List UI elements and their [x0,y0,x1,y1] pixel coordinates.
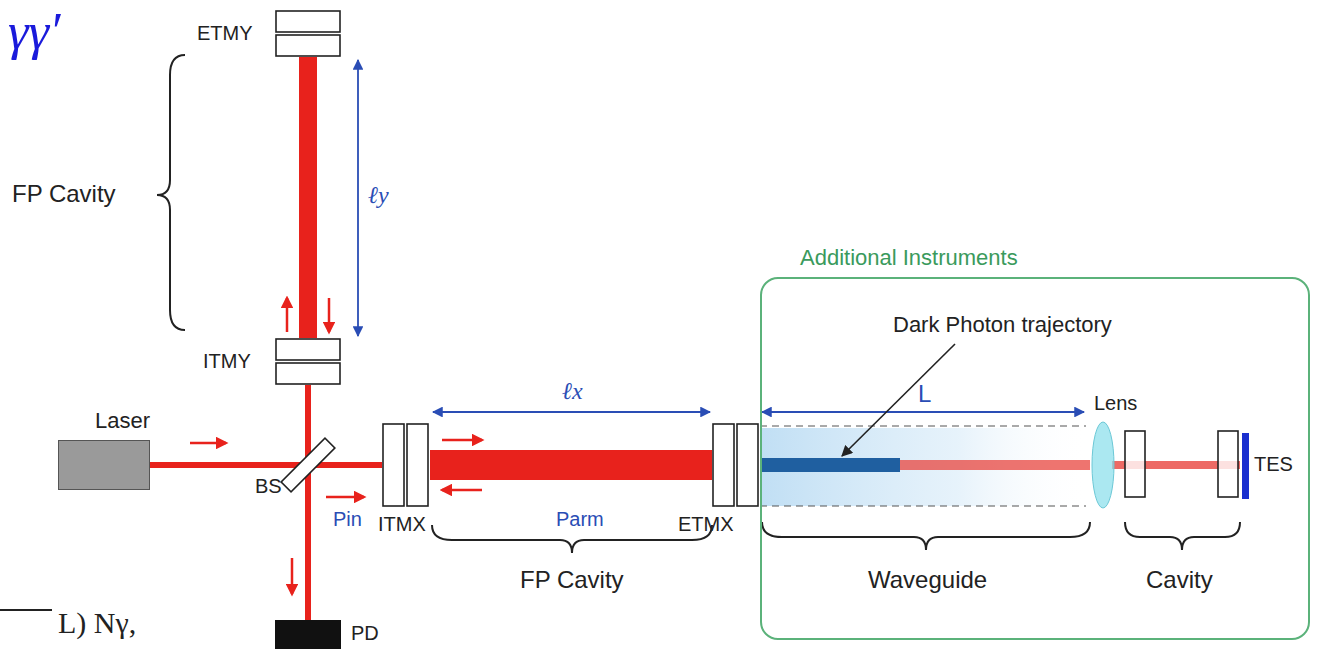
beam-glow [300,385,316,440]
tes-detector: TES [1242,433,1249,499]
cavity-label: FP Cavity [12,180,116,208]
laser-beam [305,490,311,620]
mirror-plate [276,339,340,360]
direction-arrow [190,442,226,445]
dimension-label: ℓy [368,182,389,210]
leader-line [842,344,955,456]
dimension-label: L [918,380,931,408]
instrument-group: Additional InstrumentsLensTES [760,277,1310,640]
callout-label: Dark Photon trajectory [893,312,1112,337]
beam-splitter: BS [283,440,333,490]
brace [157,55,185,330]
cavity-label: FP Cavity [520,566,624,594]
dimension-label: ℓx [562,378,583,406]
section-label: Cavity [1146,566,1213,594]
beam-group [308,57,309,338]
beam-group [308,385,309,440]
power-label: Parm [556,508,604,531]
input-mirror: ITMY [275,338,341,385]
node-label: ITMY [203,350,251,373]
brace [1125,522,1240,550]
mirror-plate [713,424,734,506]
waveguide-wall [760,505,1086,506]
beam-glow [430,445,712,485]
laser-beam [333,462,382,468]
mirror-plate [276,11,340,32]
beam-glow [900,458,1090,472]
beam-glow [300,490,316,620]
input-mirror-shape [382,423,430,507]
direction-arrow [442,439,482,442]
laser-beam [900,460,1090,470]
formula-fragment: γγ′ [8,2,60,62]
waveguide-wall [760,425,1086,426]
direction-arrow [326,496,364,499]
beam-group [308,490,309,620]
beam-glow [333,457,382,473]
node-label: TES [1254,453,1293,476]
power-label: Pin [333,508,362,531]
beam-glow [294,57,322,338]
brace [762,522,1090,550]
mirror-plate [383,424,404,506]
node-label: PD [351,622,379,645]
laser-beam [430,450,712,480]
waveguide-glow [760,428,1090,506]
section-label: Waveguide [868,566,987,594]
cavity-mirror [1218,431,1238,497]
mirror-plate [276,363,340,384]
dimension-arrow [762,411,1084,413]
node-label: Laser [95,408,150,433]
beam-group [430,465,712,466]
node-label: BS [255,475,282,498]
beam-group [333,465,382,466]
dimension-arrow [433,411,710,413]
lens-shape [1092,422,1114,508]
splitter-plate [281,438,335,492]
mirror-plate [737,424,758,506]
fraction-bar [0,609,52,611]
cavity-mirror [1125,431,1145,497]
input-mirror-shape [275,338,341,385]
end-mirror-shape [275,10,341,57]
direction-arrow [328,298,331,332]
end-mirror-shape [712,423,760,507]
laser-beam [299,57,317,338]
beam-splitter-shape [283,440,333,490]
node-label: Lens [1094,392,1137,415]
node-label: Additional Instruments [800,245,1018,270]
node-label: ITMX [378,513,426,536]
mirror-plate [276,35,340,56]
direction-arrow [291,558,294,594]
beam-group [150,465,283,466]
beam-glow [150,457,283,473]
dimension-arrow [357,60,359,336]
photodetector: PD [275,620,341,649]
end-mirror: ETMY [275,10,341,57]
laser-box: Laser [58,440,150,490]
laser-beam [305,385,311,440]
node-label: ETMX [678,513,734,536]
lens-shape [1092,422,1114,508]
laser-beam [150,462,283,468]
formula-fragment: L) Nγ, [58,606,136,641]
input-mirror: ITMX [382,423,430,507]
direction-arrow [286,298,289,332]
lens: Lens [1092,422,1114,508]
end-mirror: ETMX [712,423,760,507]
dark-photon-beam [760,458,900,472]
mirror-plate [407,424,428,506]
node-label: ETMY [197,22,253,45]
direction-arrow [442,489,482,492]
